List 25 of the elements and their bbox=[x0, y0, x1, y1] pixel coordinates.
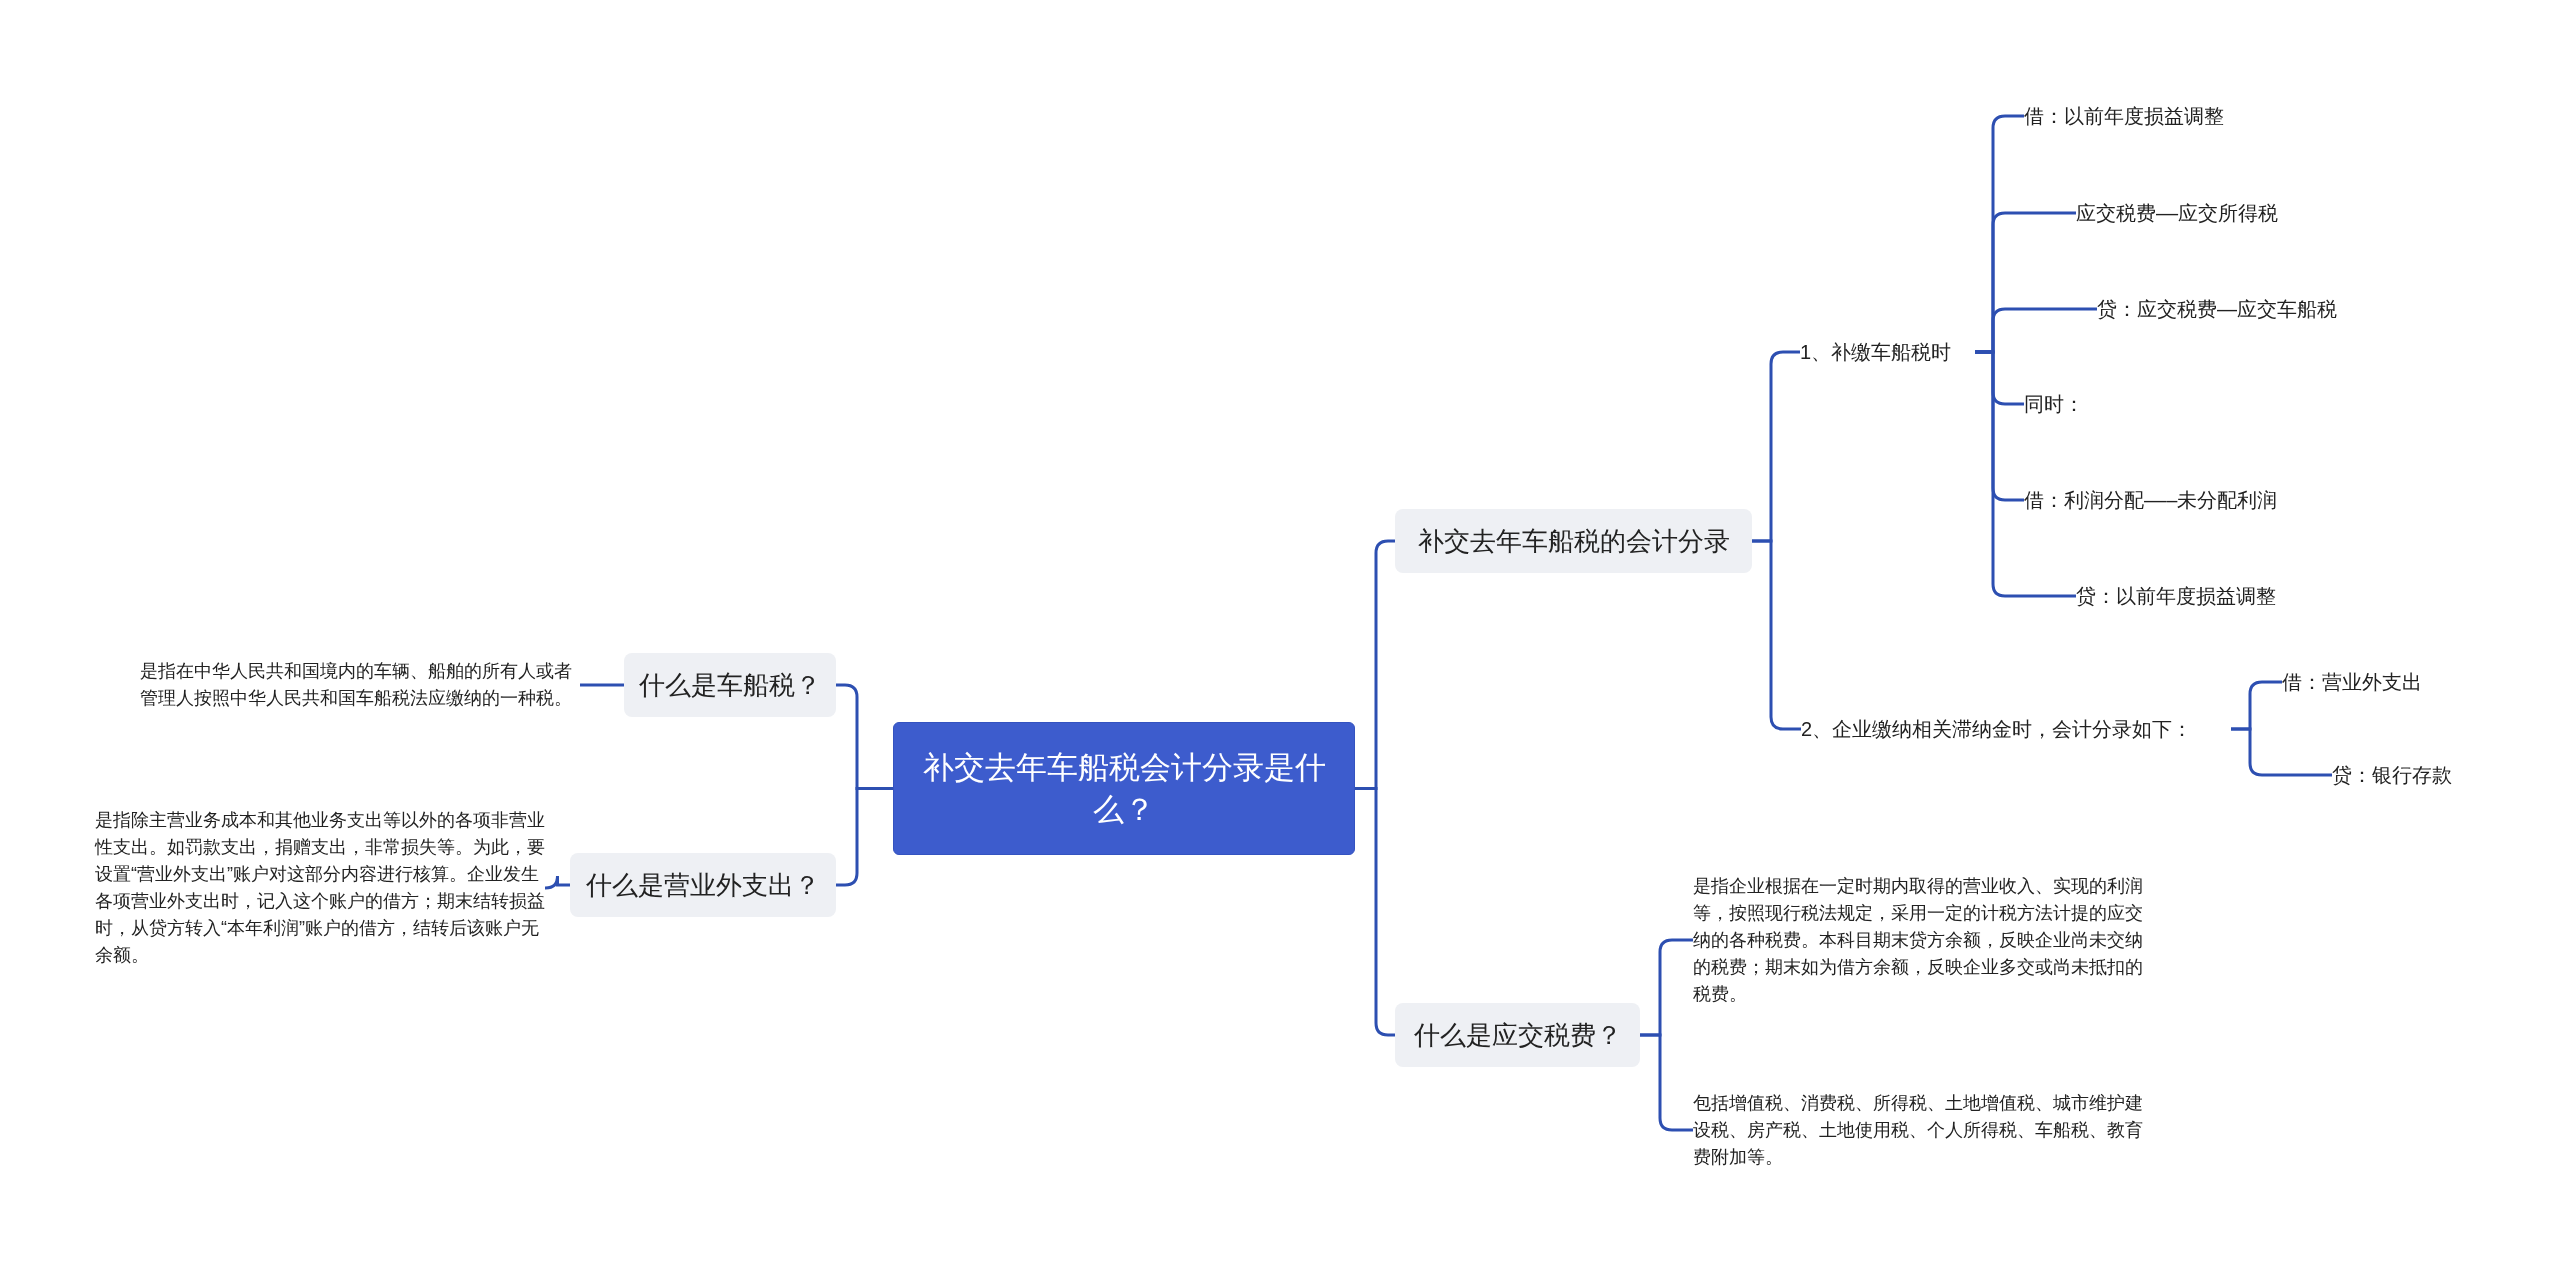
branch-text: 贷：应交税费—应交车船税 bbox=[2097, 291, 2417, 327]
topic-box: 补交去年车船税的会计分录 bbox=[1395, 509, 1752, 573]
branch-text: 1、补缴车船税时 bbox=[1800, 334, 1975, 370]
branch-connector bbox=[1975, 350, 2076, 598]
branch-connector bbox=[836, 787, 893, 887]
branch-text: 借：营业外支出 bbox=[2282, 664, 2452, 700]
branch-text: 贷：银行存款 bbox=[2332, 757, 2502, 793]
description-text: 包括增值税、消费税、所得税、土地增值税、城市维护建设税、房产税、土地使用税、个人所得税、车船税、教育费附加等。 bbox=[1693, 1088, 2143, 1172]
branch-text: 借：利润分配–––未分配利润 bbox=[2024, 482, 2354, 518]
description-text: 是指在中华人民共和国境内的车辆、船舶的所有人或者管理人按照中华人民共和国车船税法应缴纳的一种税。 bbox=[140, 643, 580, 727]
topic-box: 什么是应交税费？ bbox=[1395, 1003, 1640, 1067]
branch-connector bbox=[580, 683, 624, 687]
branch-text: 同时： bbox=[2024, 386, 2164, 422]
central-topic: 补交去年车船税会计分录是什么？ bbox=[893, 722, 1355, 855]
branch-connector bbox=[1355, 787, 1395, 1037]
branch-text: 应交税费––应交所得税 bbox=[2076, 195, 2376, 231]
branch-connector bbox=[2231, 727, 2332, 777]
topic-box: 什么是车船税？ bbox=[624, 653, 836, 717]
description-text: 是指除主营业务成本和其他业务支出等以外的各项非营业性支出。如罚款支出，捐赠支出，非常损失等。为此，要设置“营业外支出”账户对这部分内容进行核算。企业发生各项营业外支出时，记入这个账户的借方；期末结转损益时，从贷方转入“本年利润”账户的借方，结转后该账户无余额。 bbox=[95, 792, 545, 984]
branch-text: 贷：以前年度损益调整 bbox=[2076, 578, 2376, 614]
description-text: 是指企业根据在一定时期内取得的营业收入、实现的利润等，按照现行税法规定，采用一定的计税方法计提的应交纳的各种税费。本科目期末贷方余额，反映企业尚未交纳的税费；期末如为借方余额，反映企业多交或尚未抵扣的税费。 bbox=[1693, 858, 2143, 1022]
branch-text: 2、企业缴纳相关滞纳金时，会计分录如下： bbox=[1801, 711, 2231, 747]
branch-connector bbox=[544, 874, 570, 890]
branch-text: 借：以前年度损益调整 bbox=[2024, 98, 2324, 134]
topic-box: 什么是营业外支出？ bbox=[570, 853, 836, 917]
